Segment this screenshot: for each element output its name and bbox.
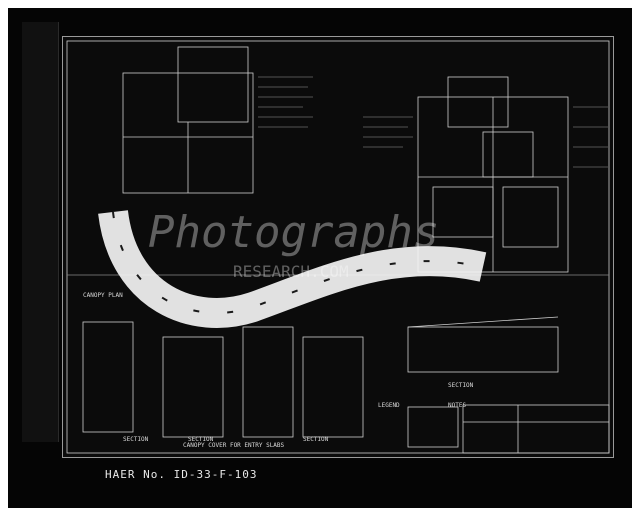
title-block	[462, 404, 610, 454]
watermark-film-strip	[98, 209, 487, 328]
blueprint-sheet: CANOPY PLAN CANOPY COVER FOR ENTRY SLABS…	[62, 36, 614, 458]
watermark-subtext: RESEARCH.COM	[233, 262, 349, 281]
canopy-plan-label: CANOPY PLAN	[83, 292, 123, 299]
section-main-label: SECTION	[448, 382, 474, 389]
haer-caption: HAER No. ID-33-F-103	[105, 468, 258, 481]
section-a-label: SECTION	[123, 436, 149, 443]
section-b-label: SECTION	[188, 436, 214, 443]
section-c-label: SECTION	[303, 436, 329, 443]
drawing-border	[66, 40, 610, 454]
film-edge	[22, 22, 59, 442]
watermark-text: Photographs	[148, 207, 439, 258]
drawing-canvas: CANOPY PLAN CANOPY COVER FOR ENTRY SLABS…	[66, 40, 610, 454]
building-section	[407, 326, 559, 373]
canopy-cover-label: CANOPY COVER FOR ENTRY SLABS	[183, 442, 285, 449]
legend-label: LEGEND	[378, 402, 400, 409]
notes-label: NOTES	[448, 402, 466, 409]
